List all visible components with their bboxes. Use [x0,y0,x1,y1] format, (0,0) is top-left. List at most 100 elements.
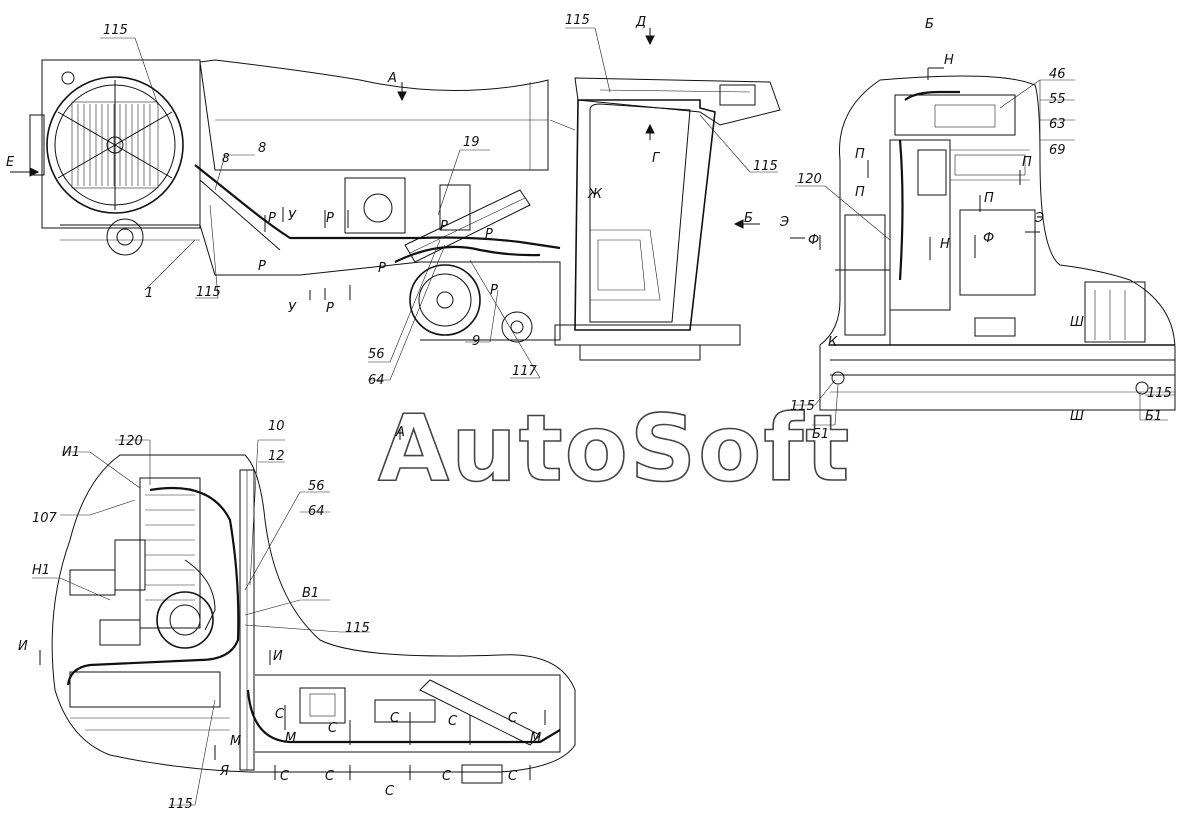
section-r-1: Р [326,211,334,226]
label-115-top: 115 [103,23,128,38]
section-m-2: М [285,731,296,746]
section-s-1: С [275,707,285,722]
view-title-a: А [395,425,405,440]
view-b1-left: Б1 [812,427,829,442]
engine-flywheel [156,591,214,649]
label-117: 117 [512,364,538,379]
cab-frame [574,99,716,331]
section-n-mid: Н [940,237,950,252]
label-64-top: 64 [368,373,385,388]
section-p-3: П [1022,155,1032,170]
section-i-left: И [18,639,28,654]
view-letter-b: Б [744,211,753,226]
radiator-fins [77,104,151,186]
section-p-1: П [855,147,865,162]
view-letter-a: А [387,71,397,86]
section-s-9: С [508,769,518,784]
view-letter-g: Г [652,151,661,166]
section-i-right: И [273,649,283,664]
label-115-a: 115 [345,621,370,636]
view-v1: В1 [302,586,319,601]
wiring-harness-main [194,164,561,250]
view-a-detail [32,428,576,806]
label-63: 63 [1049,117,1066,132]
section-s-3: С [390,711,400,726]
section-n-top: Н [944,53,954,68]
label-64-a: 64 [308,504,325,519]
view-n1: Н1 [32,563,50,578]
label-19: 19 [463,135,480,150]
section-m-1: М [230,734,241,749]
label-8: 8 [258,141,266,156]
view-b1-right: Б1 [1145,409,1162,424]
label-115-bottom: 115 [168,797,193,812]
pulley-small [501,311,533,343]
label-120-b: 120 [797,172,822,187]
wiring-harness-a [66,486,240,686]
label-12: 12 [268,449,285,464]
section-p-2: П [855,185,865,200]
label-55: 55 [1049,92,1066,107]
section-ya: Я [219,764,229,779]
section-u-top: У [288,209,297,224]
fan-ring [46,76,184,214]
label-120-a: 120 [118,434,143,449]
hood [199,59,549,171]
view-i1: И1 [62,445,80,460]
view-b-detail [790,67,1176,426]
label-115-cab: 115 [565,13,590,28]
detail-boundary [819,75,1176,411]
section-r-2: Р [326,301,334,316]
section-m-3: М [530,731,541,746]
section-s-4: С [448,714,458,729]
section-s-2: С [328,721,338,736]
label-56-a: 56 [308,479,325,494]
pulley-large [409,264,481,336]
label-1: 1 [145,286,153,301]
fan-spokes [57,80,173,210]
section-r-5: Р [378,261,386,276]
label-46: 46 [1049,67,1066,82]
section-s-5: С [508,711,518,726]
section-sh-1: Ш [1070,315,1084,330]
engine-block [139,477,201,629]
label-107: 107 [32,511,58,526]
section-sh-2: Ш [1070,409,1084,424]
label-9: 9 [472,334,480,349]
side-view-main [10,27,781,381]
section-s-6: С [280,769,290,784]
section-u-bottom: У [288,301,297,316]
label-115-b-left: 115 [790,399,815,414]
label-10: 10 [268,419,285,434]
detail-boundary-a [51,454,576,773]
section-k: К [828,335,838,350]
label-56-top: 56 [368,347,385,362]
view-title-b: Б [925,17,934,32]
label-69: 69 [1049,143,1066,158]
section-e-left: Э [779,215,789,230]
section-r-6: Р [440,219,448,234]
section-r-7: Р [485,227,493,242]
cab-roof [574,77,781,126]
section-s-7: С [325,769,335,784]
section-e-right: Э [1034,211,1044,226]
section-r-8: Р [490,283,498,298]
view-letter-v: 8 [222,151,230,165]
section-f-right: Ф [983,231,994,246]
watermark: AutoSoft [378,395,851,502]
section-r-3: Р [268,211,276,226]
view-letter-zh: Ж [587,187,603,202]
section-s-10: С [385,784,395,799]
section-r-4: Р [258,259,266,274]
section-p-4: П [984,191,994,206]
label-115-b-right: 115 [1147,386,1172,401]
section-f-left: Ф [808,233,819,248]
view-letter-e: Е [6,155,15,170]
view-letter-d: Д [635,15,646,30]
section-s-8: С [442,769,452,784]
pulley-left [106,218,144,256]
radiator-housing [41,59,201,229]
label-115-left: 115 [196,285,221,300]
label-115-right: 115 [753,159,778,174]
